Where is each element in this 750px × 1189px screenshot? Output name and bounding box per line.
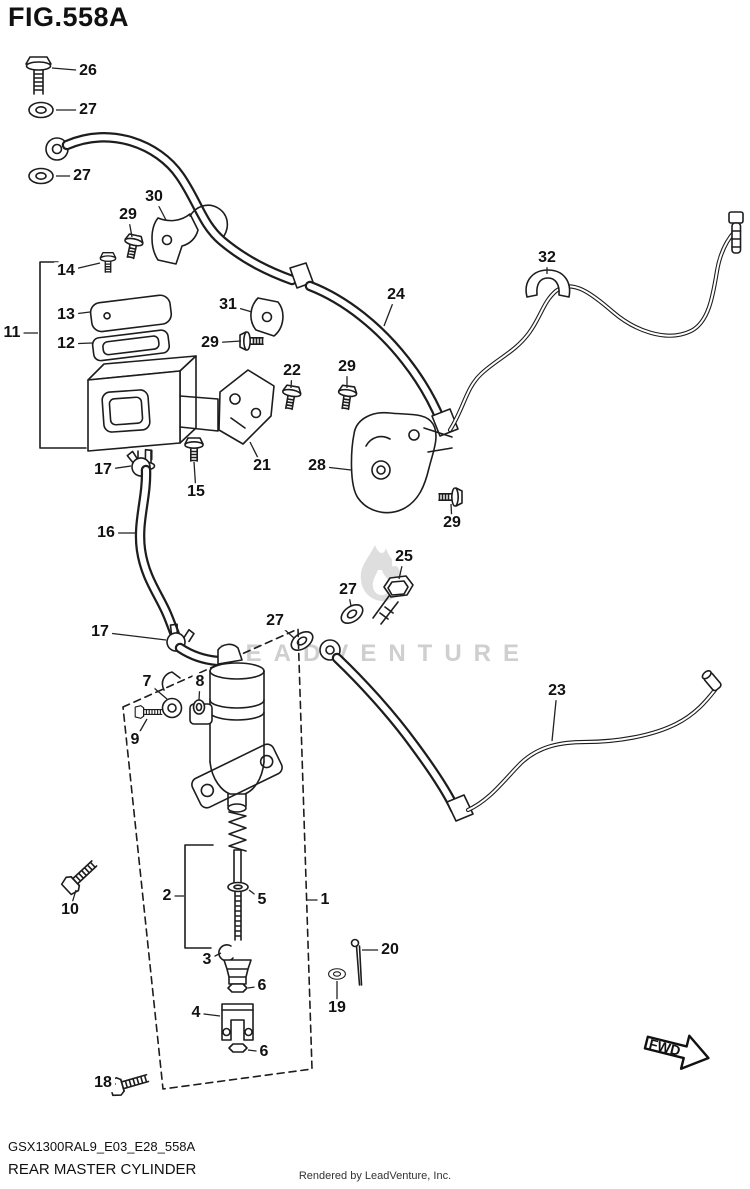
callout-27[interactable]: 27 — [76, 101, 100, 119]
part-21-bracket — [218, 369, 275, 445]
callout-29[interactable]: 29 — [440, 514, 464, 532]
callout-4[interactable]: 4 — [188, 1004, 204, 1022]
callout-8[interactable]: 8 — [192, 673, 208, 691]
callout-32[interactable]: 32 — [535, 249, 559, 267]
callout-21[interactable]: 21 — [250, 457, 274, 475]
callout-26[interactable]: 26 — [76, 62, 100, 80]
callout-20[interactable]: 20 — [378, 941, 402, 959]
part-26-bolt — [25, 56, 52, 95]
callout-17[interactable]: 17 — [91, 461, 115, 479]
callout-30[interactable]: 30 — [142, 188, 166, 206]
part-code: GSX1300RAL9_E03_E28_558A — [8, 1139, 196, 1154]
part-23-hose — [331, 652, 722, 822]
callout-27[interactable]: 27 — [263, 612, 287, 630]
callout-2[interactable]: 2 — [159, 887, 175, 905]
callout-7[interactable]: 7 — [139, 673, 155, 691]
pipe-end-fitting-top-right — [728, 211, 744, 254]
pipe-end-fitting-right — [701, 669, 722, 692]
callout-19[interactable]: 19 — [325, 999, 349, 1017]
callout-9[interactable]: 9 — [127, 731, 143, 749]
figure-title: FIG.558A — [8, 2, 130, 32]
fwd-arrow: FWD — [643, 1034, 710, 1070]
part-31-clamp — [250, 297, 284, 337]
callout-27[interactable]: 27 — [336, 581, 360, 599]
callout-1[interactable]: 1 — [317, 891, 333, 909]
callout-25[interactable]: 25 — [392, 548, 416, 566]
callout-13[interactable]: 13 — [54, 306, 78, 324]
leadventure-watermark: LEADVENTURE — [218, 640, 532, 667]
callout-28[interactable]: 28 — [305, 457, 329, 475]
callout-29[interactable]: 29 — [116, 206, 140, 224]
part-boot — [223, 959, 252, 985]
callout-24[interactable]: 24 — [384, 286, 408, 304]
part-24-pipe — [447, 211, 744, 433]
callout-18[interactable]: 18 — [91, 1074, 115, 1092]
part-30-bracket — [151, 204, 229, 265]
callout-17[interactable]: 17 — [88, 623, 112, 641]
callout-27[interactable]: 27 — [70, 167, 94, 185]
part-25-bolt — [372, 575, 414, 625]
part-5-washer — [227, 881, 249, 893]
part-8-oring — [192, 699, 206, 715]
callout-31[interactable]: 31 — [216, 296, 240, 314]
callout-14[interactable]: 14 — [54, 262, 78, 280]
part-32-clamp — [525, 269, 571, 298]
callout-5[interactable]: 5 — [254, 891, 270, 909]
part-11-reservoir-body — [87, 355, 219, 471]
part-20-pin — [350, 938, 363, 986]
callout-16[interactable]: 16 — [94, 524, 118, 542]
part-28-bracket — [350, 411, 453, 514]
callout-6[interactable]: 6 — [256, 1043, 272, 1061]
part-6-nut-a — [227, 983, 248, 993]
bracket-part-11 — [39, 261, 87, 449]
callout-23[interactable]: 23 — [545, 682, 569, 700]
callout-29[interactable]: 29 — [198, 334, 222, 352]
fwd-label: FWD — [647, 1036, 682, 1059]
callout-10[interactable]: 10 — [58, 901, 82, 919]
part-6-nut-b — [228, 1043, 248, 1053]
callout-6[interactable]: 6 — [254, 977, 270, 995]
part-12-diaphragm — [91, 329, 171, 362]
callout-15[interactable]: 15 — [184, 483, 208, 501]
callout-12[interactable]: 12 — [54, 335, 78, 353]
part-4-clevis — [221, 1003, 254, 1041]
bracket-part-2 — [184, 844, 214, 949]
part-name: REAR MASTER CYLINDER — [8, 1161, 197, 1178]
callout-22[interactable]: 22 — [280, 362, 304, 380]
callout-11[interactable]: 11 — [0, 324, 24, 342]
callout-29[interactable]: 29 — [335, 358, 359, 376]
callout-3[interactable]: 3 — [199, 951, 215, 969]
part-13-cap — [89, 294, 173, 333]
rendered-by: Rendered by LeadVenture, Inc. — [298, 1170, 452, 1182]
